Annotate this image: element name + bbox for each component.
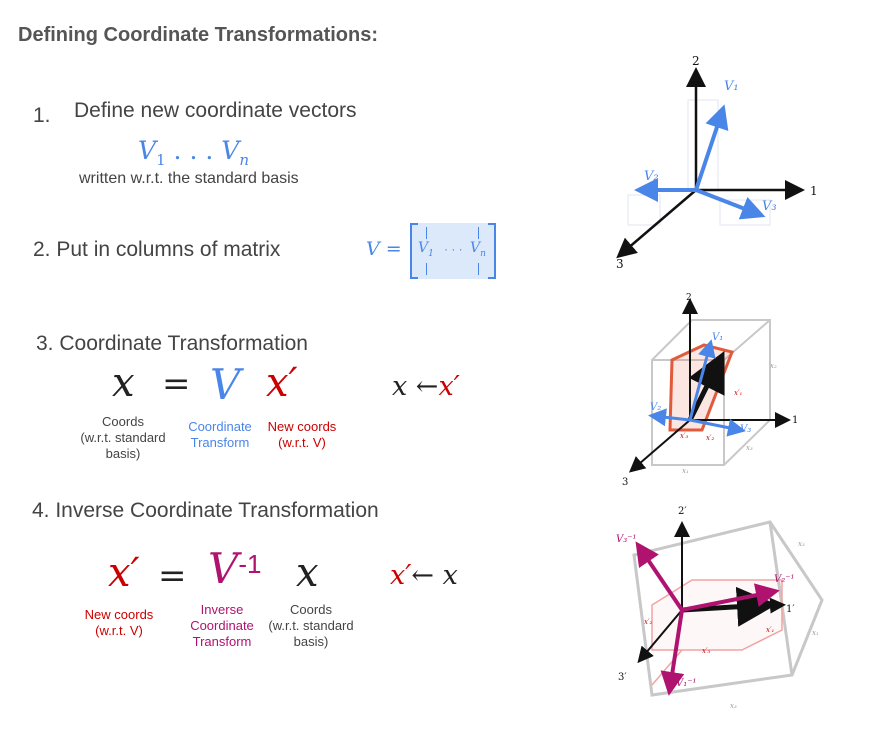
label4-inverse: Inverse Coordinate Transform (190, 602, 254, 649)
axis-3-label: 3 (622, 477, 628, 488)
arrow3-rhs: x′ (438, 371, 460, 402)
v3inv-label: V₃⁻¹ (616, 534, 637, 545)
matrix-col-vn: Vn (470, 240, 486, 259)
arrow4: x′← x (390, 560, 458, 591)
x3-top-label: x₃ (798, 540, 805, 548)
vector-vn: V (221, 136, 240, 165)
x3p-label: x′₃ (680, 432, 689, 440)
axis-3p-label: 3′ (618, 672, 627, 683)
eq4-Vinv: V-1 (208, 544, 262, 593)
x2p-label: x′₂ (706, 434, 715, 442)
eq3-xprime: x′ (266, 360, 298, 406)
vector-v2-inv (681, 583, 780, 612)
axis-2-label: 2 (686, 293, 692, 303)
vector-x (687, 351, 725, 422)
v3-label: V₃ (762, 199, 777, 214)
step1-heading: Define new coordinate vectors (74, 99, 357, 122)
step3-heading: 3. Coordinate Transformation (36, 332, 308, 355)
v1-label: V₁ (724, 79, 739, 94)
vector-v1: V (138, 136, 157, 165)
arrow3-lhs: x ← (392, 371, 439, 402)
col-bar (426, 227, 427, 239)
eq3-V: V (210, 360, 241, 409)
diagram-inverse-transform: 2′ 1′ 3′ V₃⁻¹ V₂⁻¹ V₁⁻¹ x′₂ x′₁ x′₃ x₁ x… (616, 506, 824, 710)
vector-v2 (648, 408, 691, 427)
x2-label: x₂ (770, 362, 777, 370)
axis-2p-label: 2′ (678, 506, 687, 517)
axis-2-label: 2 (692, 54, 700, 68)
step1-note: written w.r.t. the standard basis (79, 170, 299, 187)
x3-bottom-label: x₃ (730, 702, 737, 710)
eq3-x: x (112, 360, 135, 406)
v1inv-label: V₁⁻¹ (676, 678, 697, 689)
v2-label: V₂ (650, 402, 661, 413)
vector-v3 (695, 188, 766, 220)
x3p-label: x′₃ (702, 647, 711, 655)
diagram-basis-vectors: 2 1 3 V₁ V₂ V₃ (616, 54, 818, 271)
axis-1-label: 1 (792, 415, 798, 426)
label3-new: New coords (w.r.t. V) (267, 419, 337, 450)
eq4-inv-sup: -1 (238, 548, 262, 579)
guide-box (627, 99, 771, 226)
vector-v1-sub: 1 (156, 151, 166, 169)
x2p-label: x′₂ (644, 618, 653, 626)
step1-number: 1. (33, 104, 51, 127)
vector-dots: . . . (165, 136, 222, 165)
label4-new: New coords (w.r.t. V) (84, 607, 154, 638)
matrix-label: V = (366, 238, 402, 260)
step4-heading: 4. Inverse Coordinate Transformation (32, 499, 379, 522)
x3-label: x₃ (746, 444, 753, 452)
axis-1-label: 1 (810, 184, 818, 198)
vector-v1 (694, 104, 729, 191)
axis-1p-label: 1′ (786, 604, 795, 615)
matrix-bracket-left (410, 223, 418, 279)
x1p-label: x′₁ (734, 389, 743, 397)
arrow4-rhs: ← x (411, 560, 458, 591)
arrow4-lhs: x′ (390, 560, 412, 591)
eq3-equals: = (162, 364, 191, 404)
label3-coords: Coords (w.r.t. standard basis) (80, 414, 166, 461)
vector-v1 (688, 339, 716, 421)
box-new-coords (668, 343, 735, 432)
vector-v3 (689, 418, 746, 437)
matrix-V: V1 · · · Vn (410, 223, 496, 279)
eq4-equals: = (158, 556, 187, 596)
vector-v3-inv (635, 541, 684, 612)
axis-3-label: 3 (616, 257, 624, 271)
vector-v1-inv (660, 609, 685, 696)
v2inv-label: V₂⁻¹ (774, 574, 795, 585)
x1p-label: x′₁ (766, 626, 775, 634)
matrix-bracket-right (488, 223, 496, 279)
eq4-x: x (296, 550, 319, 596)
x1-label: x₁ (682, 467, 689, 475)
v3-label: V₃ (740, 424, 751, 435)
v2-label: V₂ (644, 169, 659, 184)
page-title: Defining Coordinate Transformations: (18, 24, 379, 46)
x1-label: x₁ (812, 629, 819, 637)
axis-3 (628, 419, 691, 473)
step2-heading: 2. Put in columns of matrix (33, 238, 281, 261)
eq4-xprime: x′ (108, 550, 140, 596)
matrix-col-dots: · · · (444, 242, 463, 256)
vector-vn-sub: n (239, 151, 249, 169)
matrix-col-v1: V1 (418, 240, 434, 259)
col-bar (478, 263, 479, 275)
v1-label: V₁ (712, 332, 723, 343)
diagram-coordinate-transform: 2 1 3 V₁ V₂ V₃ x′₁ x′₂ x′₃ x₁ x₂ x₃ (622, 293, 798, 488)
arrow3: x ←x′ (392, 371, 460, 402)
axis-3p (637, 609, 683, 664)
label4-coords: Coords (w.r.t. standard basis) (268, 602, 354, 649)
axis-3 (616, 189, 697, 259)
label3-transform: Coordinate Transform (188, 419, 252, 450)
col-bar (426, 263, 427, 275)
col-bar (478, 227, 479, 239)
step1-vector-list: V1 . . . Vn (138, 136, 249, 169)
